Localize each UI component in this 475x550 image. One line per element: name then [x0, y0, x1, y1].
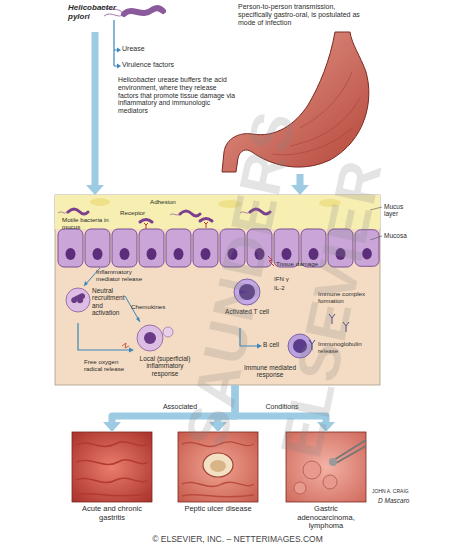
node-text: Acute and chronic gastritis: [72, 505, 152, 522]
part-label: Virulence factors: [122, 61, 202, 69]
tumor-nodule: [294, 482, 306, 494]
tumor-nodule: [323, 475, 337, 489]
arrow-head: [86, 185, 104, 195]
connector-line: [92, 32, 99, 186]
node-text: Mucosa: [384, 232, 414, 239]
arrow-head: [117, 64, 121, 69]
epithelial-cell: [58, 229, 83, 267]
part-label: IL-2: [274, 284, 304, 291]
cell-nucleus: [144, 332, 156, 344]
connector-line: [78, 323, 130, 350]
ulcer-base: [210, 460, 226, 472]
part-label: Inflammatory mediator release: [96, 268, 150, 282]
epithelial-cell: [139, 229, 164, 267]
part-label: Receptor: [120, 209, 160, 216]
note-text: Helicobacter urease buffers the acid env…: [118, 76, 236, 115]
arrow-head: [103, 422, 121, 432]
node-text: Gastric adenocarcinoma, lymphoma: [286, 505, 366, 531]
connector-line: [297, 174, 304, 186]
arrow-head: [84, 281, 140, 322]
connector-arrow: [78, 323, 134, 353]
copyright-note: © ELSEVIER, INC. – NETTERIMAGES.COM: [0, 535, 475, 545]
lobed-nucleus: [71, 293, 85, 303]
node-text: Helicobacter pylori: [68, 3, 120, 21]
ulcer-crater: [203, 453, 233, 477]
bacterium-body: [124, 8, 163, 14]
mucus-blob: [90, 198, 110, 206]
node-text: Neutral recruitment and activation: [92, 287, 132, 317]
node-text: Peptic ulcer disease: [178, 505, 258, 514]
part-label: Free oxygen radical release: [84, 358, 130, 372]
band-arrow: [86, 32, 104, 195]
mucosal-folds: [182, 442, 254, 497]
leader-arrow: [114, 20, 118, 66]
tumor-nodule: [303, 461, 321, 479]
node-text: Mucus layer: [384, 203, 414, 218]
part-label: Chemokines: [131, 303, 176, 310]
receptor-symbol: [144, 222, 208, 229]
epithelial-cell: [85, 229, 110, 267]
signature: JOHN A. CRAIG: [372, 489, 422, 495]
neutrophil-node: Neutral recruitment and activation: [62, 285, 130, 323]
bacterium-node: Helicobacter pylori: [66, 2, 166, 32]
epithelial-cell: [112, 229, 137, 267]
mucosal-folds: [76, 442, 148, 496]
node-text: B cell: [263, 341, 289, 348]
arrow-head: [117, 48, 121, 53]
biopsy-forceps: [334, 440, 366, 463]
inflammatory-cell: [163, 327, 173, 337]
signature: D Mascaro: [378, 497, 428, 504]
neutrophil: [66, 288, 90, 312]
condition-panel: Acute and chronic gastritis: [72, 432, 152, 528]
part-label: Motile bacteria in mucus: [62, 216, 122, 230]
part-label: IFN γ: [274, 275, 304, 282]
node-text: Person-to-person transmission, specifica…: [238, 3, 370, 27]
arrow-head: [129, 347, 134, 352]
gastritis-image: [72, 432, 152, 502]
radical-burst: [122, 343, 129, 348]
epithelial-cell: [166, 229, 191, 267]
part-label: Adhesion: [150, 198, 190, 205]
inflammatory-cell: [137, 325, 163, 351]
adherent-bacterium: [140, 219, 212, 223]
part-label: Urease: [122, 45, 172, 53]
